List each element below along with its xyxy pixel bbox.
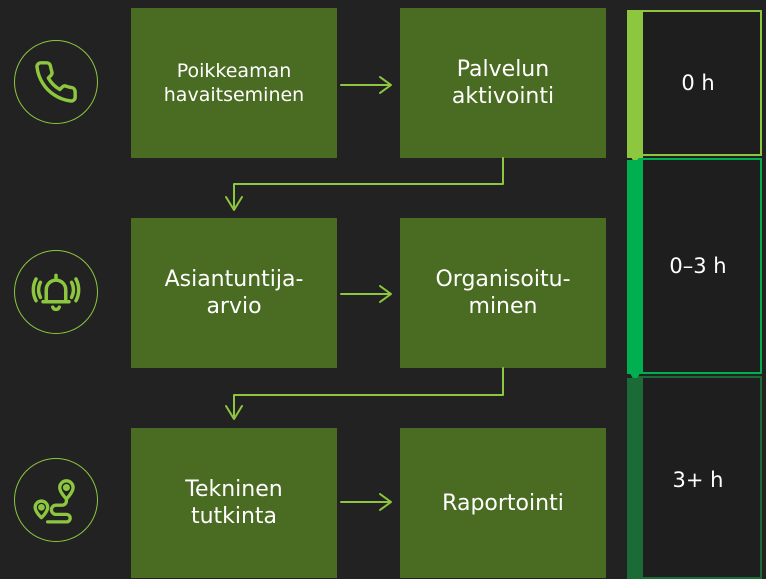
route-icon (33, 479, 75, 524)
phone-icon-circle (14, 40, 98, 124)
step-label: Asiantuntija- arvio (164, 267, 304, 319)
connector-row1-row2-head (225, 196, 243, 211)
timeline-label: 3+ h (672, 468, 724, 492)
connector-row2-row3 (233, 367, 504, 417)
step-tekninen-tutkinta: Tekninen tutkinta (131, 428, 337, 578)
step-organisoituminen: Organisoitu- minen (400, 218, 606, 368)
arrow-row2-head (379, 285, 392, 303)
step-asiantuntija-arvio: Asiantuntija- arvio (131, 218, 337, 368)
timeline-bar-3plus-h (627, 378, 643, 579)
route-icon-circle (14, 458, 98, 542)
step-poikkeaman-havaitseminen: Poikkeaman havaitseminen (131, 8, 337, 158)
arrow-row3-head (379, 493, 392, 511)
step-label: Palvelun aktivointi (451, 57, 555, 109)
connector-row2-row3-head (225, 405, 243, 420)
step-palvelun-aktivointi: Palvelun aktivointi (400, 8, 606, 158)
alarm-icon-circle (14, 250, 98, 334)
step-label: Organisoitu- minen (435, 267, 571, 319)
timeline-cell-3plus-h: 3+ h (634, 376, 762, 579)
timeline-label: 0 h (681, 71, 715, 95)
connector-row1-row2 (233, 157, 504, 208)
step-label: Raportointi (442, 490, 564, 516)
timeline-label: 0–3 h (669, 254, 727, 278)
alarm-bell-icon (31, 273, 81, 312)
step-label: Poikkeaman havaitseminen (163, 60, 305, 106)
timeline-cell-0-3h: 0–3 h (634, 158, 762, 374)
timeline-bar-0h-arrow (627, 150, 643, 164)
timeline-bar-0-3h-arrow (627, 368, 643, 382)
phone-icon (35, 61, 77, 103)
step-label: Tekninen tutkinta (185, 477, 283, 529)
timeline-bar-0h (627, 10, 643, 158)
step-raportointi: Raportointi (400, 428, 606, 578)
timeline-bar-0-3h (627, 160, 643, 374)
arrow-row1-head (379, 76, 392, 94)
